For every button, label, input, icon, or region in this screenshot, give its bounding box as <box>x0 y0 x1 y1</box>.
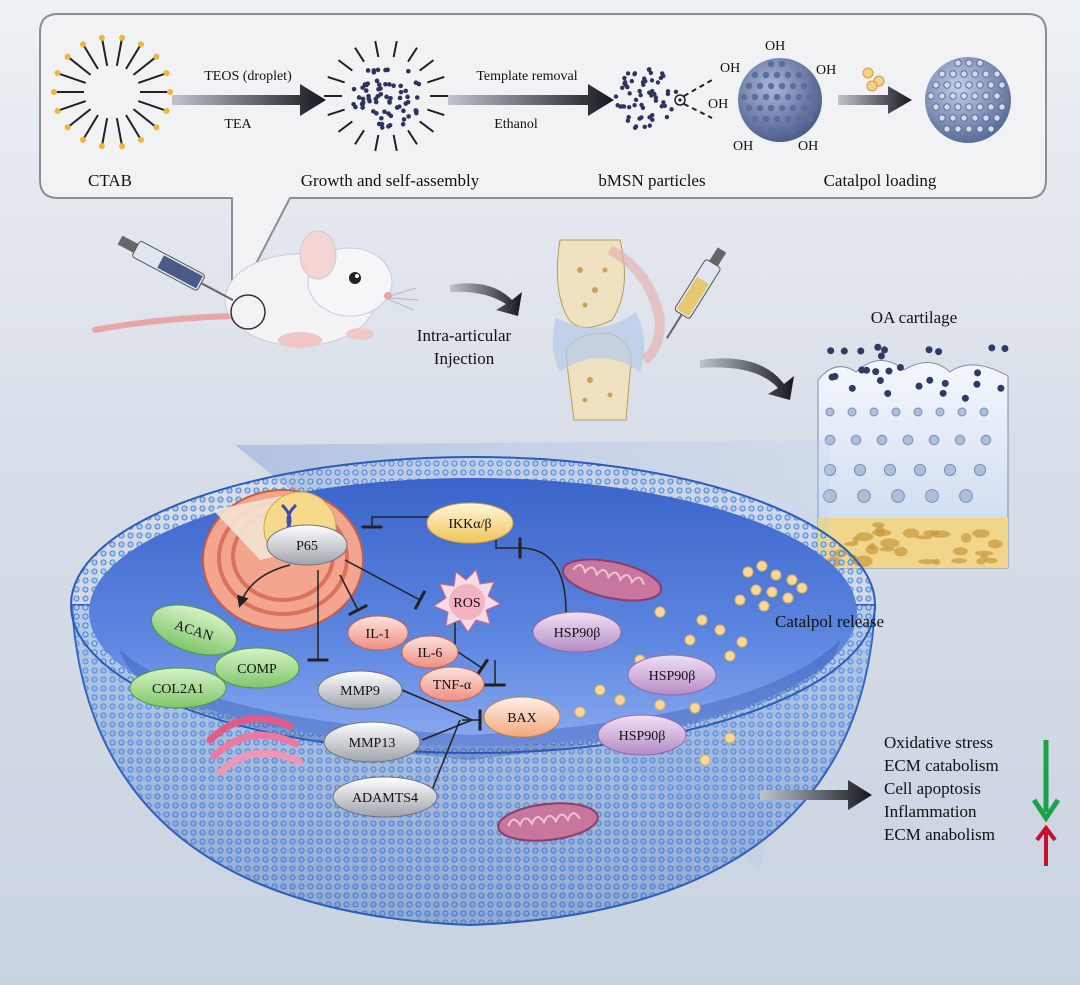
node-ikk-label: IKKα/β <box>448 517 491 532</box>
outcome-item: Cell apoptosis <box>884 779 981 798</box>
arrow2-top-label: Template removal <box>476 69 577 84</box>
pathway-edges <box>237 516 567 791</box>
node-acan: ACAN <box>151 604 237 656</box>
hydroxyl-sphere <box>674 58 822 142</box>
node-hsp90-1: HSP90β <box>532 611 622 653</box>
node-adamts4-label: ADAMTS4 <box>352 791 418 806</box>
node-mmp13: MMP13 <box>323 721 421 763</box>
mitochondrion-1 <box>561 558 663 602</box>
bmsn-dots-icon <box>613 67 679 130</box>
catalpol-release-dots <box>574 560 808 766</box>
oh-label-5: OH <box>733 139 753 154</box>
knee-joint-illustration <box>552 239 666 421</box>
oh-label-6: OH <box>798 139 818 154</box>
node-il6-label: IL-6 <box>418 646 443 661</box>
node-hsp90-3-label: HSP90β <box>619 729 666 744</box>
node-col2a1: COL2A1 <box>129 667 227 709</box>
node-comp: COMP <box>214 647 300 689</box>
synthesis-arrow-1 <box>172 84 326 116</box>
injection-label-line1: Intra-articular <box>417 326 512 345</box>
node-adamts4: ADAMTS4 <box>332 776 438 818</box>
bmsn-label: bMSN particles <box>598 171 705 190</box>
node-il1: IL-1 <box>347 615 409 651</box>
catalpol-dots-icon <box>862 67 885 92</box>
node-col2a1-label: COL2A1 <box>152 682 204 697</box>
up-arrow-icon <box>1035 824 1057 866</box>
node-hsp90-2: HSP90β <box>627 654 717 696</box>
mouse-illustration <box>92 230 419 348</box>
outcome-item: Oxidative stress <box>884 733 993 752</box>
node-mmp13-label: MMP13 <box>349 736 396 751</box>
loaded-sphere <box>925 57 1011 143</box>
outcome-item: ECM anabolism <box>884 825 995 844</box>
cartilage-title: OA cartilage <box>871 308 957 327</box>
self-assembly-cluster-icon <box>324 40 448 152</box>
oh-label-3: OH <box>765 39 785 54</box>
node-mmp9: MMP9 <box>317 670 403 710</box>
oh-label-2: OH <box>708 97 728 112</box>
golgi-organelle <box>206 715 304 776</box>
node-hsp90-3: HSP90β <box>597 714 687 756</box>
catalpol-loading-label: Catalpol loading <box>824 171 937 190</box>
node-hsp90-1-label: HSP90β <box>554 626 601 641</box>
injection-label-line2: Injection <box>434 349 495 368</box>
outcome-arrow <box>760 780 872 810</box>
node-tnfa: TNF-α <box>419 666 485 702</box>
ctab-label: CTAB <box>88 171 132 190</box>
node-tnfa-label: TNF-α <box>433 678 472 693</box>
outcome-item: ECM catabolism <box>884 756 999 775</box>
growth-label: Growth and self-assembly <box>301 171 480 190</box>
node-il1-label: IL-1 <box>366 627 391 642</box>
node-p65-label: P65 <box>296 539 318 554</box>
node-ros: ROS <box>432 569 502 633</box>
ctab-micelle-icon <box>51 34 173 150</box>
catalpol-release-label: Catalpol release <box>775 612 884 631</box>
mitochondrion-2 <box>497 802 599 842</box>
node-mmp9-label: MMP9 <box>340 684 380 699</box>
synthesis-arrow-2 <box>448 84 614 116</box>
node-il6: IL-6 <box>401 635 459 669</box>
arrow1-bottom-label: TEA <box>224 117 252 132</box>
node-ikk: IKKα/β <box>426 502 514 544</box>
outcome-item: Inflammation <box>884 802 977 821</box>
node-comp-label: COMP <box>237 662 277 677</box>
synthesis-panel <box>39 13 1047 311</box>
node-hsp90-2-label: HSP90β <box>649 669 696 684</box>
node-ros-label: ROS <box>453 596 480 611</box>
syringe-icon <box>117 235 234 301</box>
oh-label-4: OH <box>816 63 836 78</box>
to-cartilage-arrow <box>700 358 794 400</box>
oa-cartilage-block <box>817 343 1009 569</box>
node-bax-label: BAX <box>507 711 537 726</box>
synthesis-arrow-3 <box>838 86 912 114</box>
arrow2-bottom-label: Ethanol <box>494 117 538 132</box>
down-arrow-icon <box>1031 740 1061 823</box>
oh-label-1: OH <box>720 61 740 76</box>
arrow1-top-label: TEOS (droplet) <box>204 69 292 84</box>
knee-syringe-icon <box>666 247 727 339</box>
node-p65: P65 <box>266 524 348 566</box>
to-knee-arrow <box>450 283 522 316</box>
node-bax: BAX <box>483 696 561 738</box>
